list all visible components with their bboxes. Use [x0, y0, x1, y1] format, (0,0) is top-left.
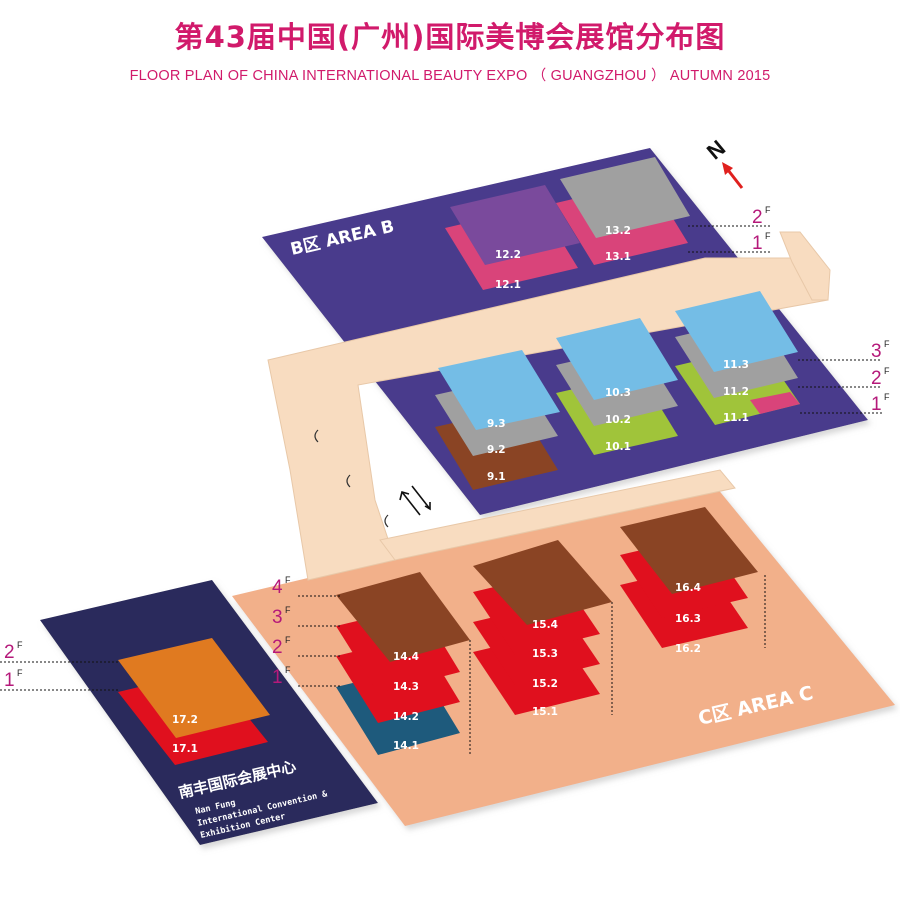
hall-15[interactable]: 15.4 15.3 15.2 15.1 — [473, 540, 612, 718]
hall-10-2-label: 10.2 — [605, 414, 631, 426]
hall-13-2-label: 13.2 — [605, 225, 631, 237]
hall-15-2-label: 15.2 — [532, 678, 558, 690]
hall-15-3-label: 15.3 — [532, 648, 558, 660]
floor-f-suffix: F — [884, 366, 890, 376]
compass-label: N — [702, 135, 730, 164]
hall-13[interactable]: 13.2 13.1 — [556, 157, 690, 265]
floor-2-label: 2 — [272, 637, 283, 658]
hall-10[interactable]: 10.3 10.2 10.1 — [556, 318, 678, 455]
floor-f-suffix: F — [884, 392, 890, 402]
floor-markers-c14: 4 F 3 F 2 F 1 F — [272, 575, 291, 688]
hall-17-2-label: 17.2 — [172, 714, 198, 726]
floor-f-suffix: F — [17, 640, 23, 650]
floor-f-suffix: F — [765, 205, 771, 215]
floor-leader-lines — [0, 225, 882, 755]
floor-f-suffix: F — [285, 665, 291, 675]
walkway-supports — [314, 429, 389, 528]
hall-14-2-label: 14.2 — [393, 711, 419, 723]
floor-f-suffix: F — [765, 231, 771, 241]
hall-12-1-label: 12.1 — [495, 279, 521, 291]
hall-13-1-label: 13.1 — [605, 251, 631, 263]
escalator-arrows-icon — [399, 485, 431, 516]
hall-10-1-label: 10.1 — [605, 441, 631, 453]
map-title: 第43届中国(广州)国际美博会展馆分布图 — [174, 20, 726, 54]
hall-9-2-label: 9.2 — [487, 444, 506, 456]
compass-north-icon: N — [702, 135, 744, 189]
hall-15-1-label: 15.1 — [532, 706, 558, 718]
hall-11-2-label: 11.2 — [723, 386, 749, 398]
floor-f-suffix: F — [285, 575, 291, 585]
hall-11-3-label: 11.3 — [723, 359, 749, 371]
map-subtitle: FLOOR PLAN OF CHINA INTERNATIONAL BEAUTY… — [129, 68, 771, 84]
hall-11-1-label: 11.1 — [723, 412, 749, 424]
floor-1-label: 1 — [4, 670, 15, 691]
floor-markers-b13: 2 F 1 F — [752, 205, 771, 254]
hall-16-3-label: 16.3 — [675, 613, 701, 625]
floor-markers-b11: 3 F 2 F 1 F — [871, 339, 890, 415]
hall-16-2-label: 16.2 — [675, 643, 701, 655]
hall-17[interactable]: 17.2 17.1 — [118, 638, 270, 765]
floor-f-suffix: F — [17, 668, 23, 678]
floor-3-label: 3 — [871, 341, 882, 362]
floor-f-suffix: F — [285, 635, 291, 645]
hall-17-1-label: 17.1 — [172, 743, 198, 755]
hall-15-4-label: 15.4 — [532, 619, 558, 631]
hall-14-4-label: 14.4 — [393, 651, 419, 663]
hall-12[interactable]: 12.2 12.1 — [445, 185, 580, 291]
hall-10-3-label: 10.3 — [605, 387, 631, 399]
hall-12-2-label: 12.2 — [495, 249, 521, 261]
floor-1-label: 1 — [272, 667, 283, 688]
hall-14-1-label: 14.1 — [393, 740, 419, 752]
hall-14-3-label: 14.3 — [393, 681, 419, 693]
hall-9-3-label: 9.3 — [487, 418, 506, 430]
hall-16-4-label: 16.4 — [675, 582, 701, 594]
floor-f-suffix: F — [285, 605, 291, 615]
hall-16[interactable]: 16.4 16.3 16.2 — [620, 507, 758, 655]
walkway — [267, 231, 831, 581]
floor-2-label: 2 — [871, 368, 882, 389]
floor-2-label: 2 — [4, 642, 15, 663]
floor-f-suffix: F — [884, 339, 890, 349]
hall-9-1-label: 9.1 — [487, 471, 506, 483]
floor-2-label: 2 — [752, 207, 763, 228]
floor-markers-nanfung: 2 F 1 F — [4, 640, 23, 691]
floor-1-label: 1 — [871, 394, 882, 415]
floor-4-label: 4 — [272, 577, 283, 598]
floor-3-label: 3 — [272, 607, 283, 628]
hall-14[interactable]: 14.4 14.3 14.2 14.1 — [336, 572, 470, 755]
hall-11[interactable]: 11.3 11.2 11.1 — [675, 291, 800, 425]
floor-1-label: 1 — [752, 233, 763, 254]
hall-9[interactable]: 9.3 9.2 9.1 — [435, 350, 560, 490]
